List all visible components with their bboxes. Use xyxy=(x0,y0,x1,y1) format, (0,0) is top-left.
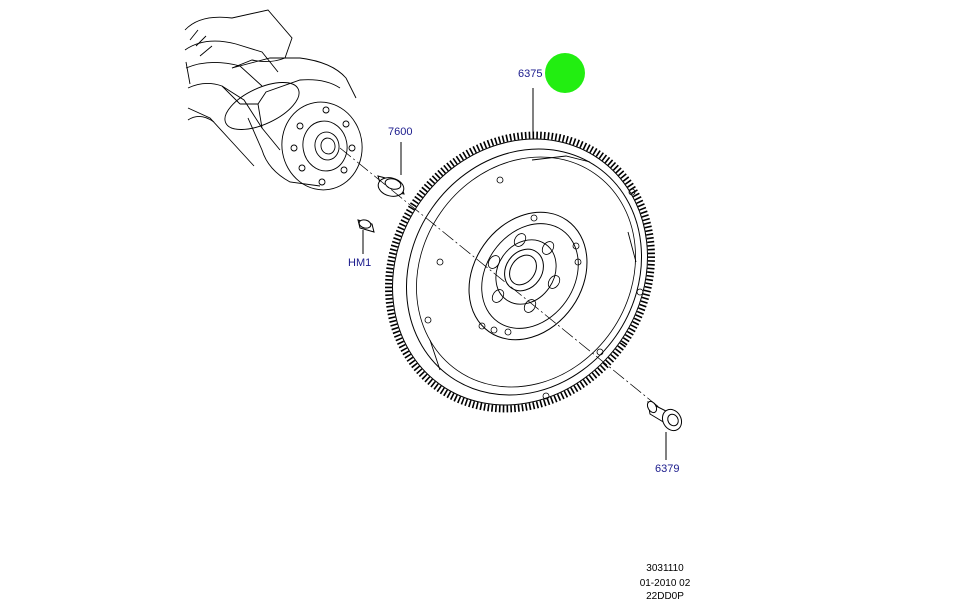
leader-lines xyxy=(362,88,667,460)
callout-hm1[interactable]: HM1 xyxy=(348,257,372,269)
callout-7600[interactable]: 7600 xyxy=(388,126,413,138)
info-line-1: 3031110 xyxy=(646,563,684,574)
info-line-2: 01-2010 02 xyxy=(639,578,691,589)
dowel-pin xyxy=(357,219,375,233)
callout-6375[interactable]: 6375 xyxy=(518,68,543,80)
green-marker xyxy=(545,53,585,93)
flywheel-bolt xyxy=(646,400,683,432)
info-line-3: 22DD0P xyxy=(646,591,684,602)
dual-mass-flywheel xyxy=(385,131,655,413)
callout-6379[interactable]: 6379 xyxy=(655,463,680,475)
crankshaft xyxy=(184,9,363,191)
assembly-axis-line xyxy=(339,147,661,409)
pilot-bearing xyxy=(377,175,405,197)
